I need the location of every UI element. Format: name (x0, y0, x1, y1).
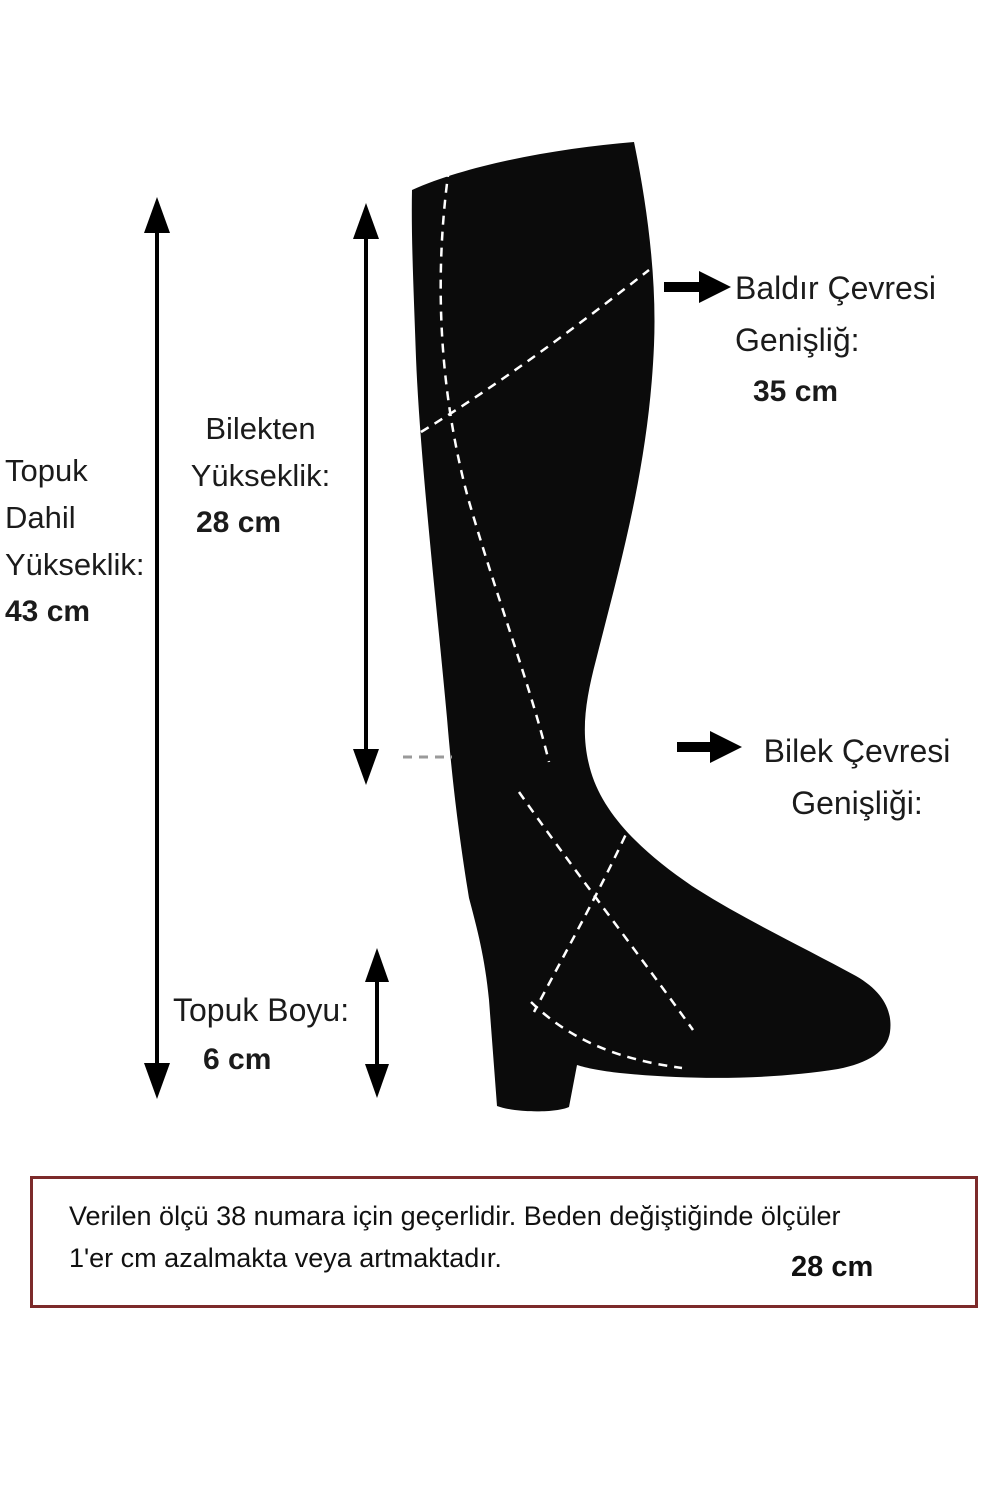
heel-height-value: 6 cm (203, 1043, 272, 1076)
ankle-width-line2: Genişliği: (791, 785, 923, 821)
total-height-value: 43 cm (5, 595, 91, 628)
ankle-height-arrow-icon (353, 203, 379, 785)
stitch-cross-a (517, 791, 695, 1031)
stitch-vamp (530, 1001, 683, 1070)
ankle-width-line1: Bilek Çevresi (763, 733, 951, 769)
calf-width-line2: Genişliğ: (735, 322, 860, 358)
size-note-text: Verilen ölçü 38 numara için geçerlidir. … (69, 1195, 840, 1279)
ankle-width-arrow-icon (677, 731, 742, 763)
total-height-line1: Topuk (5, 453, 88, 488)
boot-silhouette (411, 142, 891, 1112)
calf-width-label: Baldır Çevresi Genişliğ: 35 cm (735, 262, 936, 418)
calf-width-value: 35 cm (753, 375, 839, 408)
total-height-line3: Yükseklik: (5, 547, 145, 582)
size-note-line2: 1'er cm azalmakta veya artmaktadır. (69, 1243, 502, 1273)
ankle-width-value: 28 cm (791, 1251, 874, 1283)
ankle-width-label: Bilek Çevresi Genişliği: (748, 725, 966, 829)
total-height-label: Topuk Dahil Yükseklik: 43 cm (5, 447, 145, 635)
ankle-height-label: Bilekten Yükseklik: 28 cm (168, 405, 353, 546)
size-note-box: Verilen ölçü 38 numara için geçerlidir. … (30, 1176, 978, 1308)
heel-height-arrow-icon (365, 948, 389, 1098)
heel-height-text: Topuk Boyu: (173, 992, 350, 1028)
ankle-height-value: 28 cm (196, 506, 282, 539)
size-note-line1: Verilen ölçü 38 numara için geçerlidir. … (69, 1201, 841, 1231)
heel-height-label: Topuk Boyu: 6 cm (173, 985, 349, 1085)
calf-width-line1: Baldır Çevresi (735, 270, 936, 306)
stitch-cross-b (532, 761, 659, 1013)
ankle-height-line1: Bilekten (205, 411, 316, 446)
total-height-line2: Dahil (5, 500, 76, 535)
total-height-arrow-icon (144, 197, 170, 1099)
ankle-height-line2: Yükseklik: (190, 458, 331, 493)
calf-width-arrow-icon (664, 271, 731, 303)
stitch-group (420, 167, 695, 1070)
